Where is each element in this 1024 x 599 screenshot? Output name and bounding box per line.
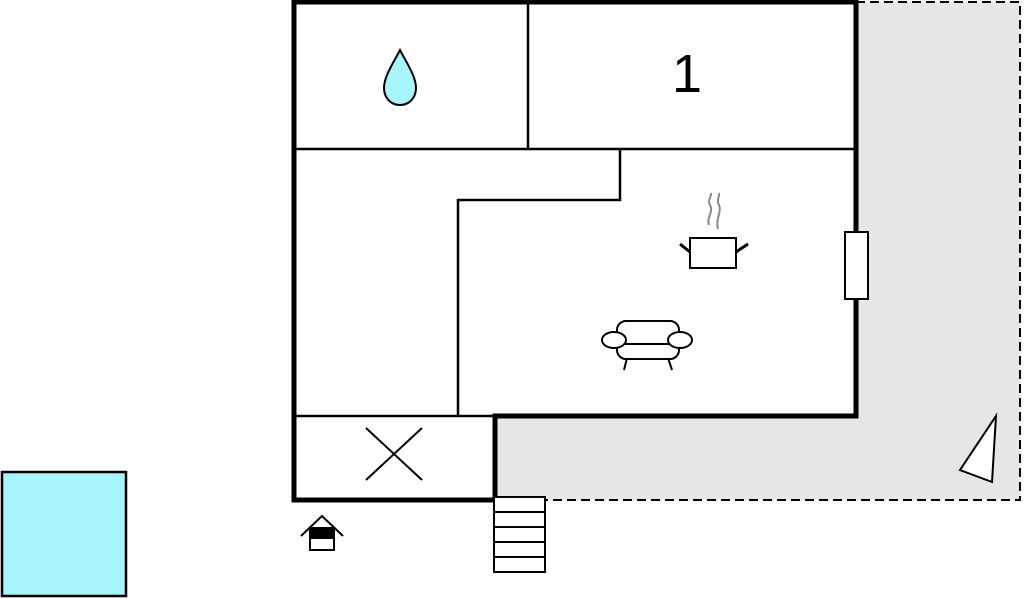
water-drop-icon (382, 47, 418, 107)
stairs-icon (493, 496, 546, 573)
cross-icon (365, 427, 423, 481)
terrace-area (495, 2, 1020, 500)
triangle-icon (958, 412, 998, 484)
bathroom (382, 47, 418, 107)
cooking-pot-icon (679, 192, 749, 269)
pool-icon (0, 470, 128, 598)
window (844, 231, 869, 300)
bedroom-number: 1 (672, 44, 702, 104)
bedroom: 1 (672, 44, 702, 104)
interior-walls (294, 2, 856, 418)
house-entrance-icon (300, 514, 344, 551)
terrace-dashed-border (495, 1, 1021, 501)
sofa-icon (601, 320, 693, 371)
